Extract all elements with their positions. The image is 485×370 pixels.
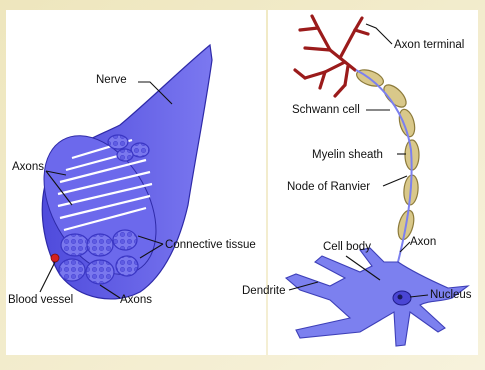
- nucleolus-dot: [398, 295, 403, 300]
- label-blood-vessel: Blood vessel: [8, 294, 73, 306]
- label-dendrite: Dendrite: [242, 285, 285, 297]
- label-nucleus: Nucleus: [430, 289, 472, 301]
- label-connective-tissue: Connective tissue: [165, 239, 256, 251]
- label-axons-top: Axons: [12, 161, 44, 173]
- label-schwann-cell: Schwann cell: [292, 104, 360, 116]
- label-myelin-sheath: Myelin sheath: [312, 149, 383, 161]
- label-axon-terminal: Axon terminal: [394, 39, 464, 51]
- label-cell-body: Cell body: [323, 241, 371, 253]
- label-node-of-ranvier: Node of Ranvier: [287, 181, 370, 193]
- blood-vessel-dot: [51, 254, 59, 262]
- label-axon: Axon: [410, 236, 436, 248]
- label-axons-bottom: Axons: [120, 294, 152, 306]
- label-nerve: Nerve: [96, 74, 127, 86]
